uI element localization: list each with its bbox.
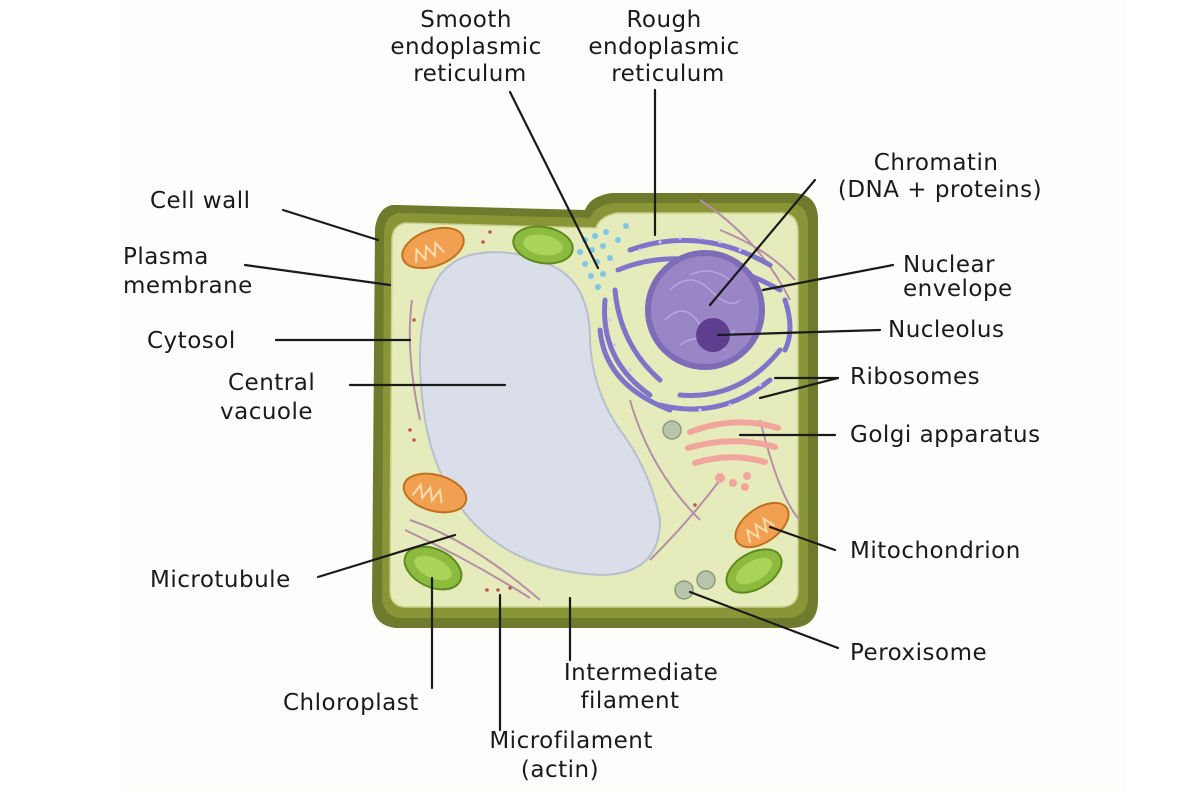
- label-microtubule: Microtubule: [150, 567, 291, 593]
- label-smooth-er: Smooth endoplasmic reticulum: [390, 7, 549, 87]
- label-chloroplast: Chloroplast: [283, 690, 419, 716]
- peroxisome: [675, 581, 693, 599]
- label-ribosomes: Ribosomes: [850, 364, 980, 390]
- label-cell-wall: Cell wall: [150, 188, 251, 214]
- label-microfilament: Microfilament (actin): [489, 728, 660, 783]
- peroxisome: [697, 571, 715, 589]
- leader-plasma-membrane: [245, 265, 390, 285]
- label-golgi: Golgi apparatus: [850, 422, 1041, 448]
- peroxisome: [663, 421, 681, 439]
- label-nucleolus: Nucleolus: [888, 317, 1005, 343]
- label-cytosol: Cytosol: [147, 328, 236, 354]
- label-plasma-membrane: Plasma membrane: [123, 244, 253, 299]
- label-nuclear-envelope: Nuclear envelope: [903, 252, 1013, 302]
- label-rough-er: Rough endoplasmic reticulum: [588, 7, 747, 87]
- label-central-vacuole: Central vacuole: [220, 370, 323, 425]
- leader-cell-wall: [283, 210, 378, 240]
- label-intermediate-filament: Intermediate filament: [564, 660, 726, 714]
- label-mitochondrion: Mitochondrion: [850, 538, 1021, 564]
- label-chromatin: Chromatin (DNA + proteins): [838, 150, 1042, 203]
- label-peroxisome: Peroxisome: [850, 640, 987, 666]
